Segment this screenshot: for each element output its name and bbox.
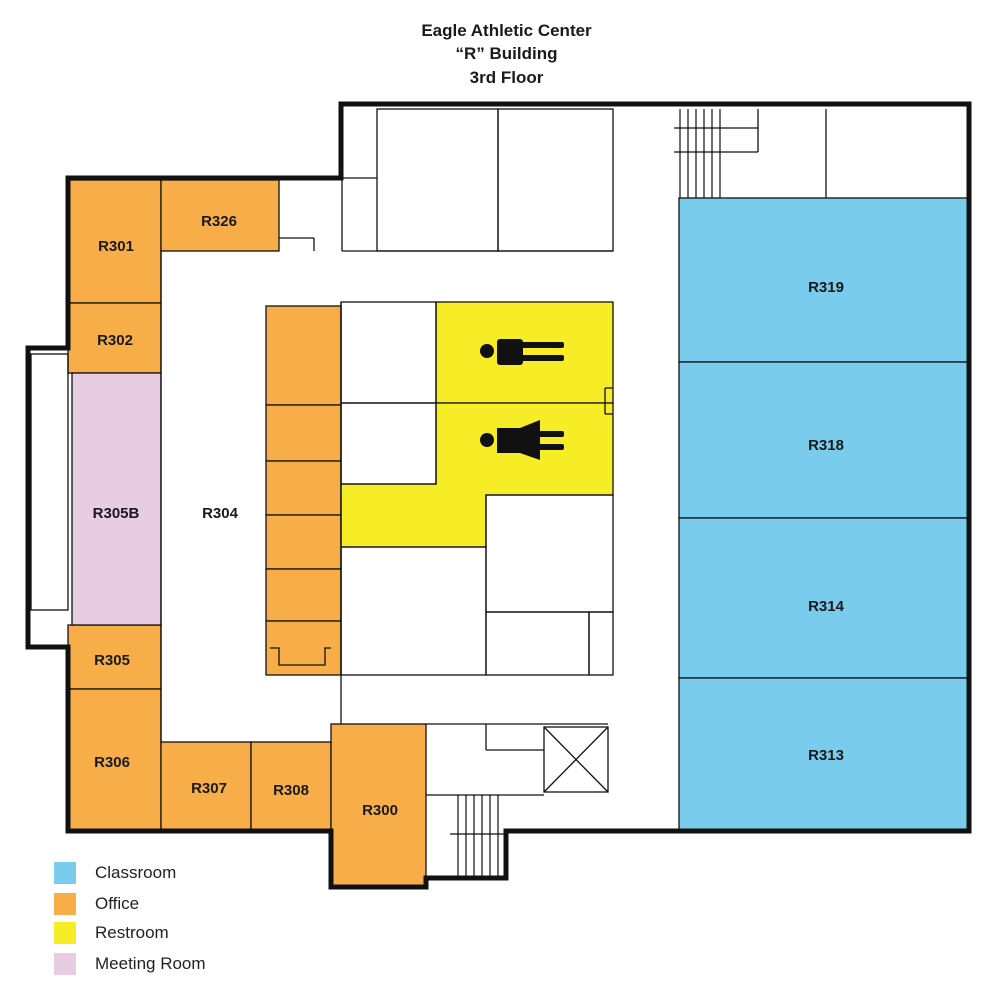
room-label-r306: R306: [94, 754, 130, 771]
man-restroom-icon: [480, 339, 564, 365]
room-r306[interactable]: [67, 688, 162, 832]
room-label-r305: R305: [94, 652, 130, 669]
room-label-r313: R313: [808, 747, 844, 764]
legend-swatch-office: [54, 893, 76, 915]
legend-label-restroom: Restroom: [95, 923, 169, 942]
room-label-r301: R301: [98, 238, 134, 255]
room-label-r314: R314: [808, 598, 845, 615]
office-cell[interactable]: [265, 404, 342, 462]
building-outline: [25, 101, 972, 890]
woman-restroom-icon: [480, 420, 564, 460]
room-r313[interactable]: [678, 677, 970, 832]
room-label-r300: R300: [362, 802, 398, 819]
room-label-r318: R318: [808, 437, 844, 454]
elevator-icon: [543, 726, 609, 793]
room-label-r308: R308: [273, 782, 309, 799]
legend-label-classroom: Classroom: [95, 863, 177, 882]
office-cell[interactable]: [265, 460, 342, 516]
office-cell[interactable]: [265, 568, 342, 622]
room-label-r302: R302: [97, 332, 133, 349]
map-title-line-2: “R” Building: [455, 44, 558, 63]
room-label-r326: R326: [201, 213, 237, 230]
room-r319[interactable]: [678, 197, 970, 363]
legend-swatch-restroom: [54, 922, 76, 944]
map-title-line-3: 3rd Floor: [469, 68, 544, 87]
restroom-men[interactable]: [435, 301, 614, 404]
office-cell[interactable]: [265, 305, 342, 406]
room-label-r305b: R305B: [93, 505, 140, 522]
room-r305b[interactable]: [71, 372, 162, 626]
office-cell[interactable]: [265, 514, 342, 570]
room-r318[interactable]: [678, 361, 970, 519]
legend-swatch-meeting-room: [54, 953, 76, 975]
legend-swatch-classroom: [54, 862, 76, 884]
map-title-line-1: Eagle Athletic Center: [421, 21, 592, 40]
room-r314[interactable]: [678, 517, 970, 679]
room-r307[interactable]: [160, 741, 252, 832]
room-r326[interactable]: [160, 179, 280, 252]
room-label-r319: R319: [808, 279, 844, 296]
room-r302[interactable]: [67, 302, 162, 374]
stairs-icon: [674, 109, 758, 198]
stairs-icon: [450, 795, 506, 878]
legend-label-meeting-room: Meeting Room: [95, 954, 206, 973]
room-r308[interactable]: [250, 741, 332, 832]
room-label-r304: R304: [202, 505, 239, 522]
room-r301[interactable]: [67, 179, 162, 304]
restroom-women[interactable]: [340, 402, 614, 548]
legend-label-office: Office: [95, 894, 140, 913]
room-r300[interactable]: [330, 723, 427, 888]
room-label-r307: R307: [191, 780, 227, 797]
